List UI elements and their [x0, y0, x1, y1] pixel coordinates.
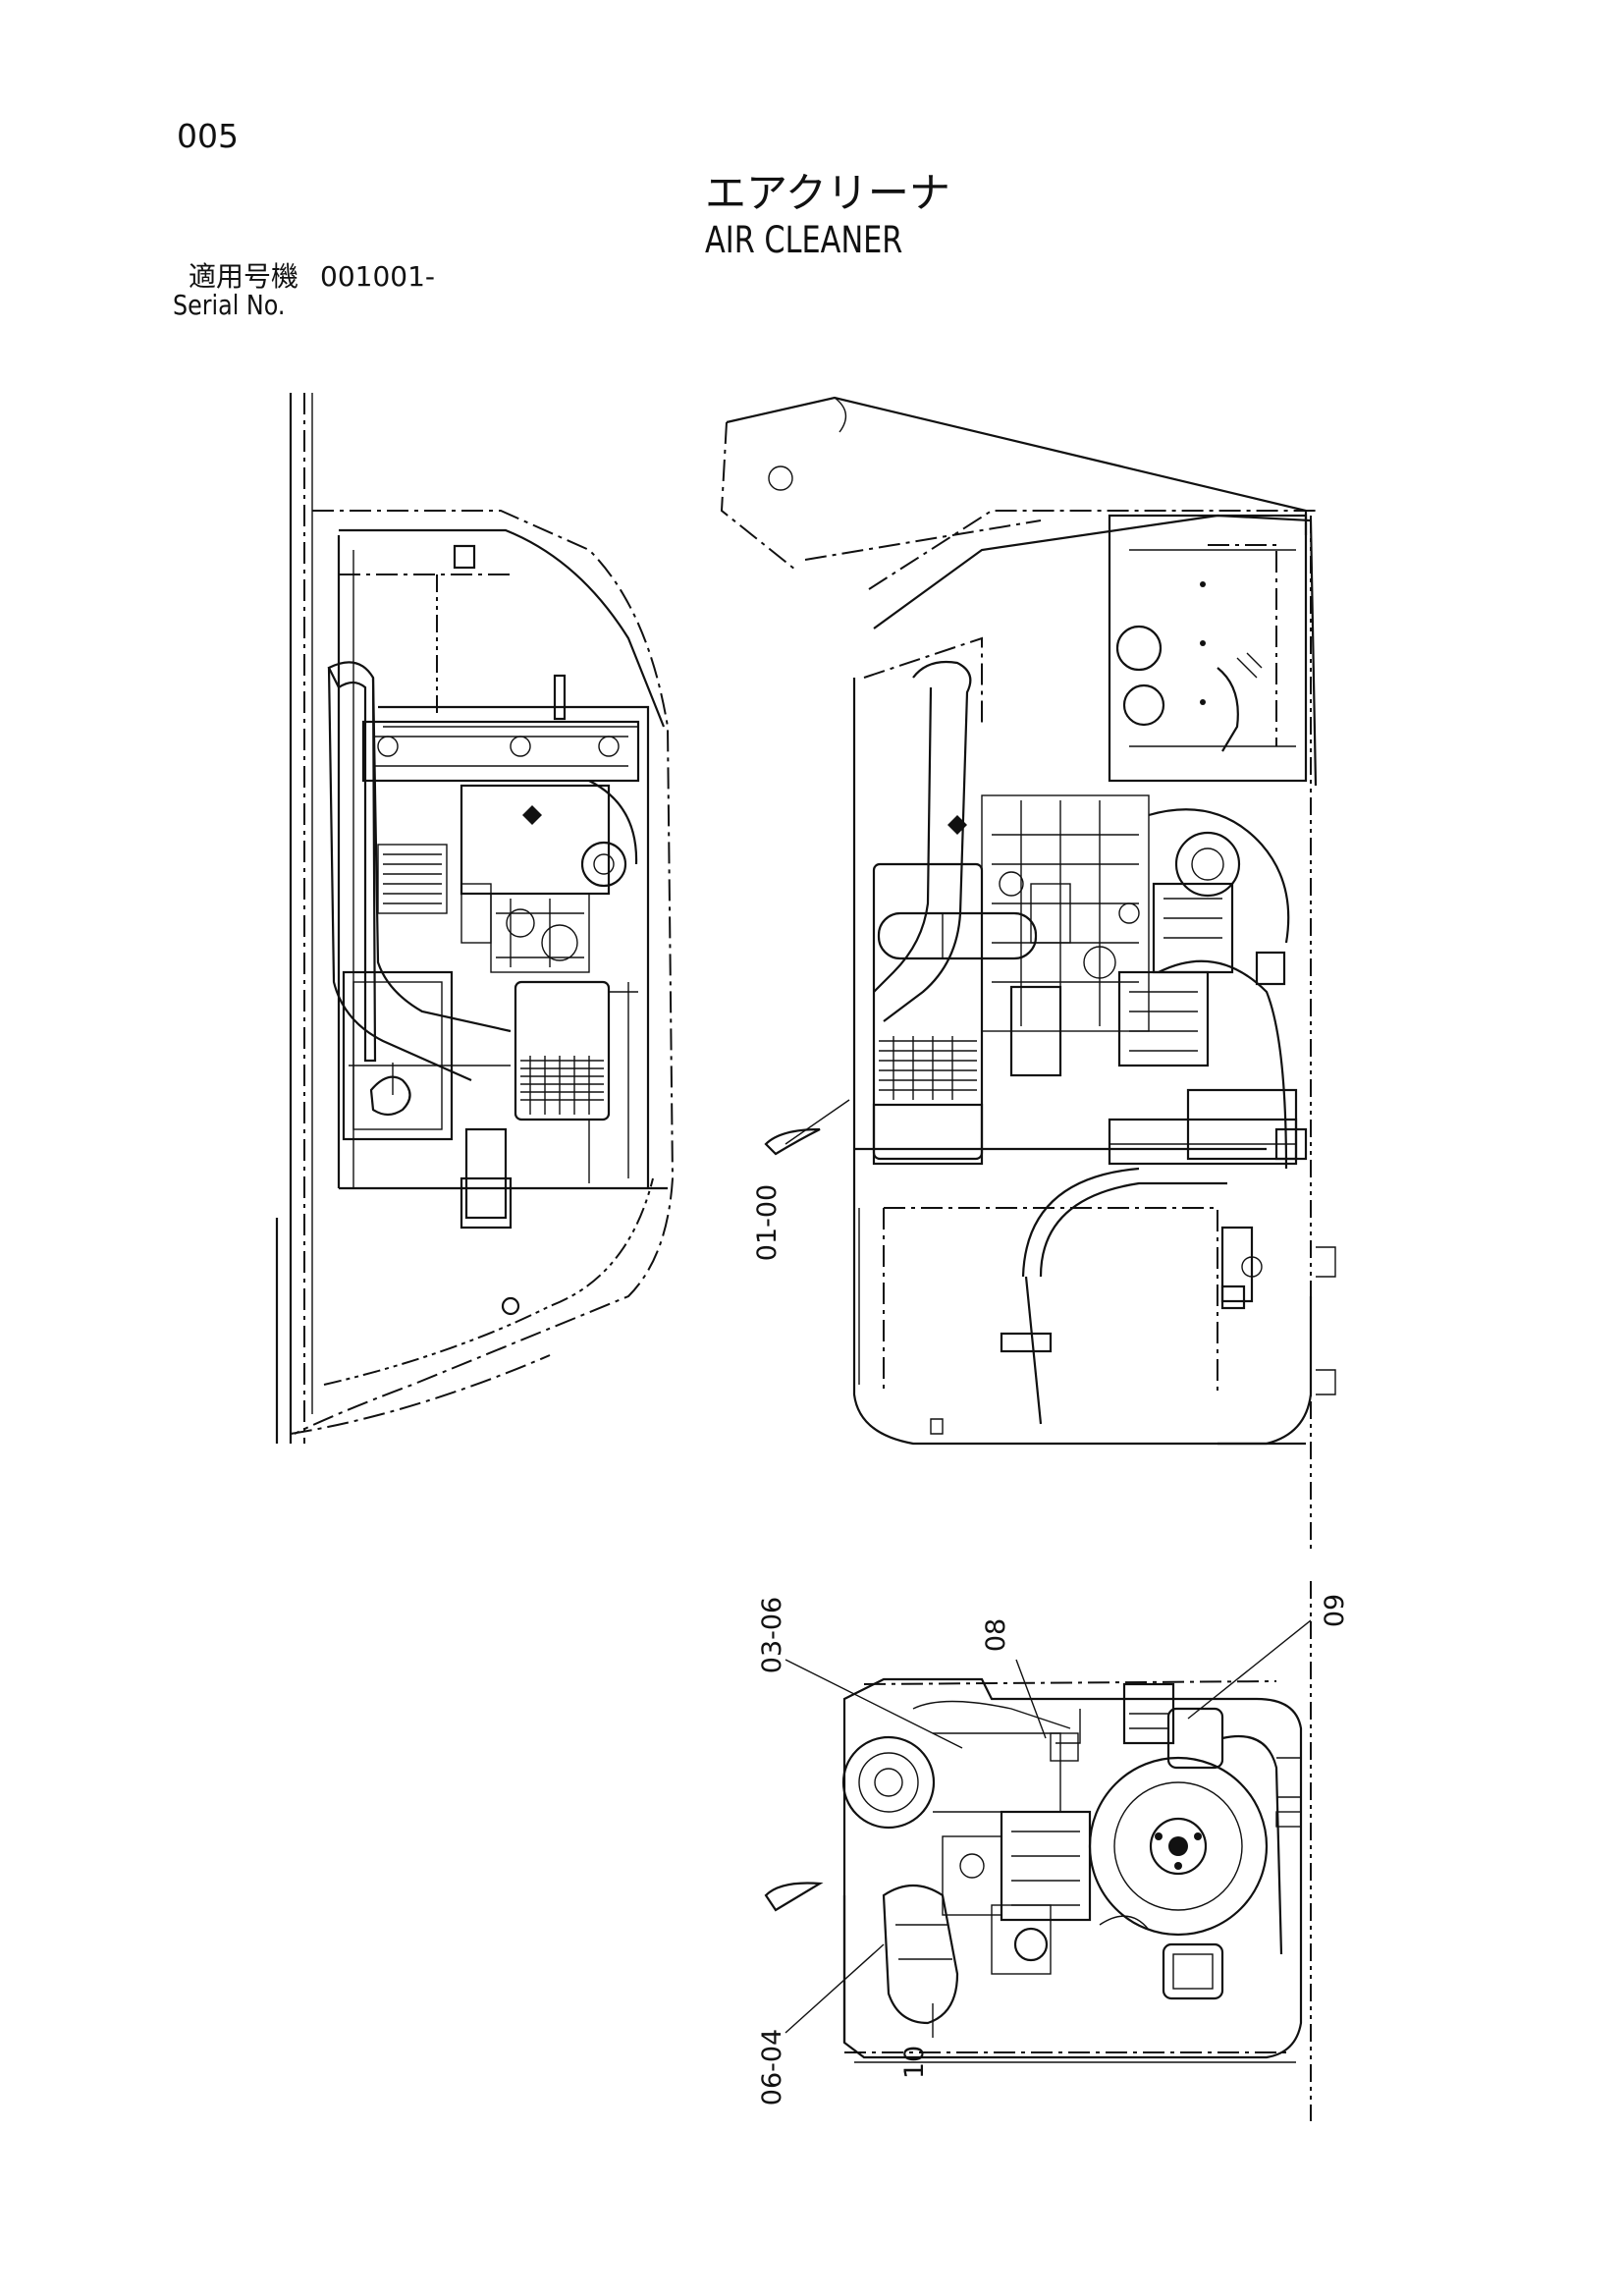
- callout-06-04: 06-04: [757, 2029, 787, 2105]
- page-number: 005: [177, 117, 239, 155]
- callout-03-06: 03-06: [757, 1597, 787, 1673]
- left-side-view: [275, 393, 675, 1444]
- serial-number-value: 001001-: [320, 260, 435, 293]
- serial-label-english: Serial No.: [173, 289, 286, 321]
- bottom-top-view: [841, 1581, 1312, 2121]
- callout-01-00: 01-00: [752, 1184, 783, 1261]
- callout-10: 10: [899, 2046, 930, 2079]
- callout-08: 08: [981, 1618, 1011, 1652]
- serial-label-japanese: 適用号機: [189, 260, 299, 293]
- title-english: AIR CLEANER: [705, 219, 903, 261]
- callout-09: 09: [1320, 1594, 1350, 1627]
- right-side-view: [720, 396, 1336, 1552]
- title-japanese: エアクリーナ: [705, 169, 950, 217]
- leader-lines: [764, 1099, 1312, 2038]
- callout-labels: 01-00 03-06 08 09 06-04 10: [752, 1184, 1350, 2105]
